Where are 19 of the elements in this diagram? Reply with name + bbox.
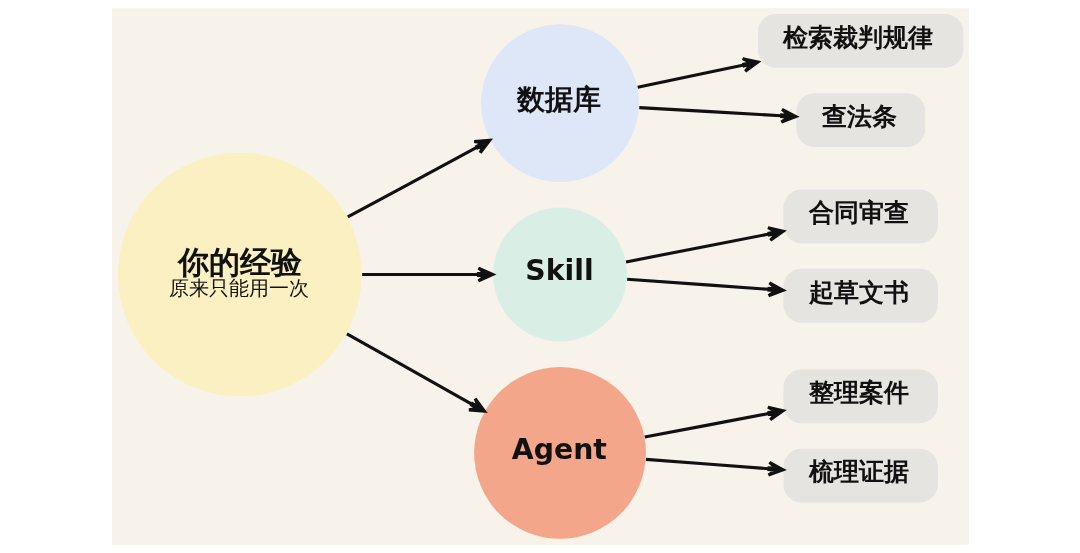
arrow	[361, 266, 494, 283]
arrow	[636, 57, 759, 89]
node-box: 整理案件	[783, 369, 938, 424]
node-box: 起草文书	[783, 268, 938, 323]
arrow	[638, 106, 797, 124]
node-box: 检索裁判规律	[757, 13, 963, 68]
node-circle: Skill	[492, 207, 627, 342]
arrow	[645, 457, 785, 477]
node-box: 梳理证据	[783, 448, 938, 503]
arrow	[626, 277, 785, 298]
node-circle: 你的经验 原来只能用一次	[117, 152, 362, 397]
node-circle: Agent	[473, 367, 646, 539]
arrow	[644, 405, 785, 439]
arrow	[345, 332, 486, 413]
node-box: 查法条	[795, 93, 925, 148]
node-box: 合同审查	[783, 189, 938, 244]
arrow	[625, 226, 785, 264]
node-circle: 数据库	[480, 24, 639, 183]
arrow	[346, 138, 491, 219]
